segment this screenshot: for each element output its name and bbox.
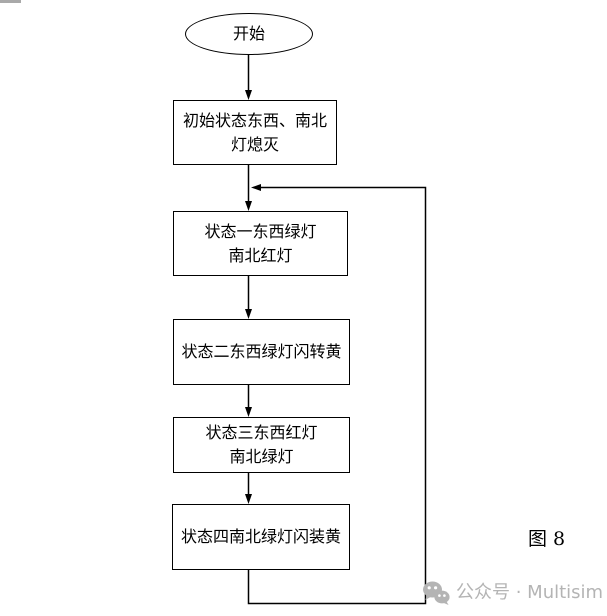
arrow-state1-to-state2 bbox=[245, 276, 252, 319]
flow-node-start-label: 开始 bbox=[232, 24, 265, 43]
top-left-gray-bar bbox=[0, 0, 21, 3]
flow-node-state-4: 状态四南北绿灯闪装黄 bbox=[172, 504, 350, 570]
figure-caption: 图 8 bbox=[528, 528, 566, 550]
arrow-state3-to-state4 bbox=[245, 473, 252, 504]
flow-node-text-line: 灯熄灭 bbox=[230, 134, 279, 154]
flow-node-state-3: 状态三东西红灯 南北绿灯 bbox=[173, 417, 350, 473]
arrow-start-to-init bbox=[245, 55, 252, 100]
flow-node-start: 开始 bbox=[185, 13, 313, 55]
flow-node-initial-state: 初始状态东西、南北 灯熄灭 bbox=[173, 100, 337, 165]
arrow-init-to-state1 bbox=[245, 165, 252, 211]
flow-node-text-line: 状态二东西绿灯闪转黄 bbox=[181, 342, 342, 361]
wechat-icon bbox=[423, 581, 450, 605]
feedback-loop-connector bbox=[247, 184, 427, 605]
flow-node-text-line: 状态三东西红灯 bbox=[205, 423, 318, 442]
watermark-text: 公众号 · Multisim bbox=[456, 582, 604, 603]
arrow-state2-to-state3 bbox=[245, 385, 252, 417]
flow-node-state-1: 状态一东西绿灯 南北红灯 bbox=[173, 211, 348, 276]
flow-node-text-line: 初始状态东西、南北 bbox=[182, 110, 327, 130]
flow-node-text-line: 状态一东西绿灯 bbox=[204, 221, 317, 241]
flow-node-text-line: 南北红灯 bbox=[228, 245, 293, 265]
flow-node-state-2: 状态二东西绿灯闪转黄 bbox=[173, 319, 350, 385]
flow-node-text-line: 南北绿灯 bbox=[229, 447, 294, 466]
flow-node-text-line: 状态四南北绿灯闪装黄 bbox=[180, 527, 341, 546]
watermark: 公众号 · Multisim bbox=[422, 580, 603, 606]
